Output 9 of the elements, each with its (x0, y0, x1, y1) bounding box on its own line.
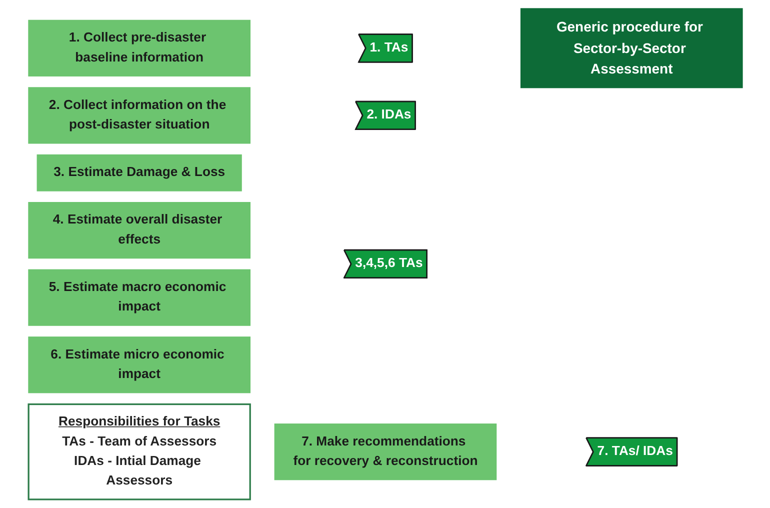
node-box (520, 8, 742, 88)
node-box (27, 403, 250, 500)
node-box (274, 424, 496, 480)
node-box (28, 20, 250, 76)
node-box (36, 154, 242, 192)
node-box (28, 336, 250, 394)
node-box (28, 87, 250, 144)
node-box (28, 202, 250, 259)
node-box (28, 269, 250, 326)
